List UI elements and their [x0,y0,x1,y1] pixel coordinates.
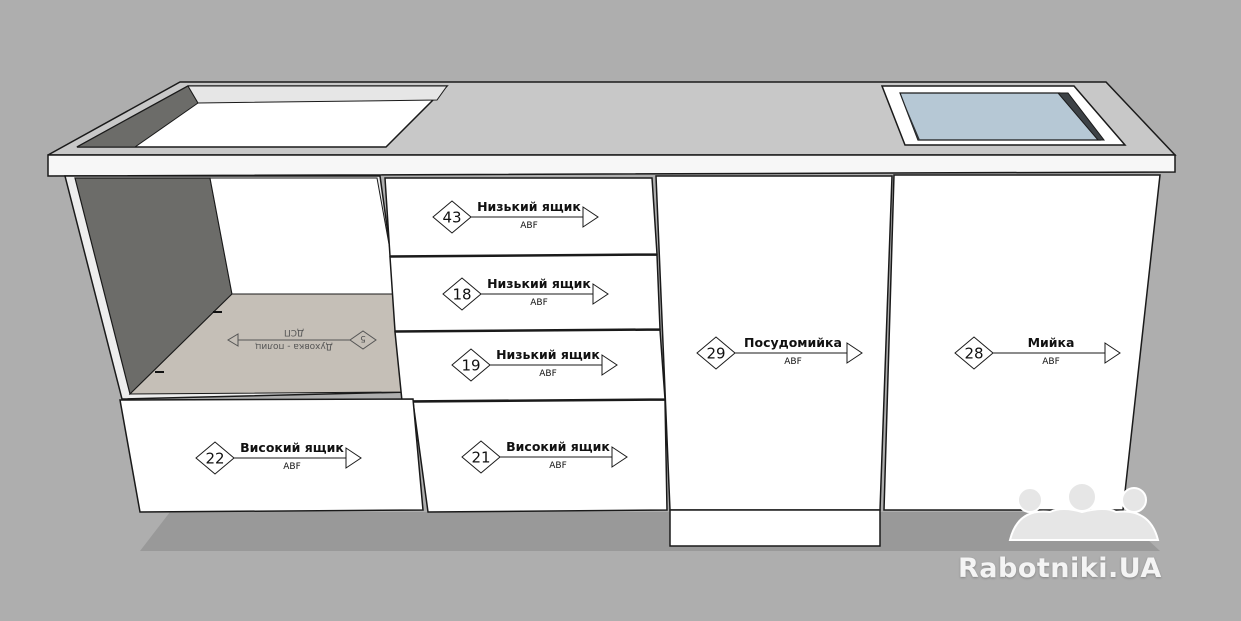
label-name: Посудомийка [744,335,842,350]
oven-niche-back [209,177,399,295]
label-number: 43 [442,209,461,227]
sink-wall-left [900,93,920,140]
label-material: ABF [520,221,538,231]
label-material: ABF [784,357,802,367]
label-material: ABF [539,369,557,379]
cooktop-cutout-back-rim [187,85,448,104]
label-name: Високий ящик [506,439,610,454]
label-name: Низький ящик [477,199,581,214]
label-number: 19 [461,357,480,375]
label-name: Низький ящик [487,276,591,291]
label-number: 29 [706,345,725,363]
inner-label-number: 5 [360,333,366,343]
front-panel [883,174,1161,511]
watermark-logo-icon [1008,482,1160,541]
front-panel [389,254,661,332]
label-material: ABF [1042,357,1060,367]
front-panel [412,399,668,513]
label-material: ABF [549,461,567,471]
sink-wall-right [1056,92,1106,141]
label-material: ABF [283,462,301,472]
inner-label-material: ДСП [284,327,304,337]
label-arrow-head [846,342,863,364]
label-arrow-head [582,206,599,228]
label-number: 21 [471,449,490,467]
label-number: 22 [205,450,224,468]
inner-label-arrow-head [227,333,239,347]
label-number: 18 [452,286,471,304]
label-material: ABF [530,298,548,308]
label-arrow-head [601,354,618,376]
label-arrow-head [611,446,628,468]
label-arrow-head [592,283,609,305]
front-panel [119,398,424,513]
inner-label-text: Духовка - полиц [255,341,333,351]
floor-shadow [140,512,1160,551]
label-name: Високий ящик [240,440,344,455]
label-name: Низький ящик [496,347,600,362]
label-arrow-head [345,447,362,469]
label-arrow-head [1104,342,1121,364]
label-name: Мийка [1028,335,1075,350]
label-number: 28 [964,345,983,363]
oven-shelf-label: 5 Духовка - полиц ДСП [227,327,377,351]
watermark-text: Rabotniki.UA [958,553,1162,584]
dishwasher-plinth [669,509,881,547]
countertop-front-edge [47,154,1176,177]
